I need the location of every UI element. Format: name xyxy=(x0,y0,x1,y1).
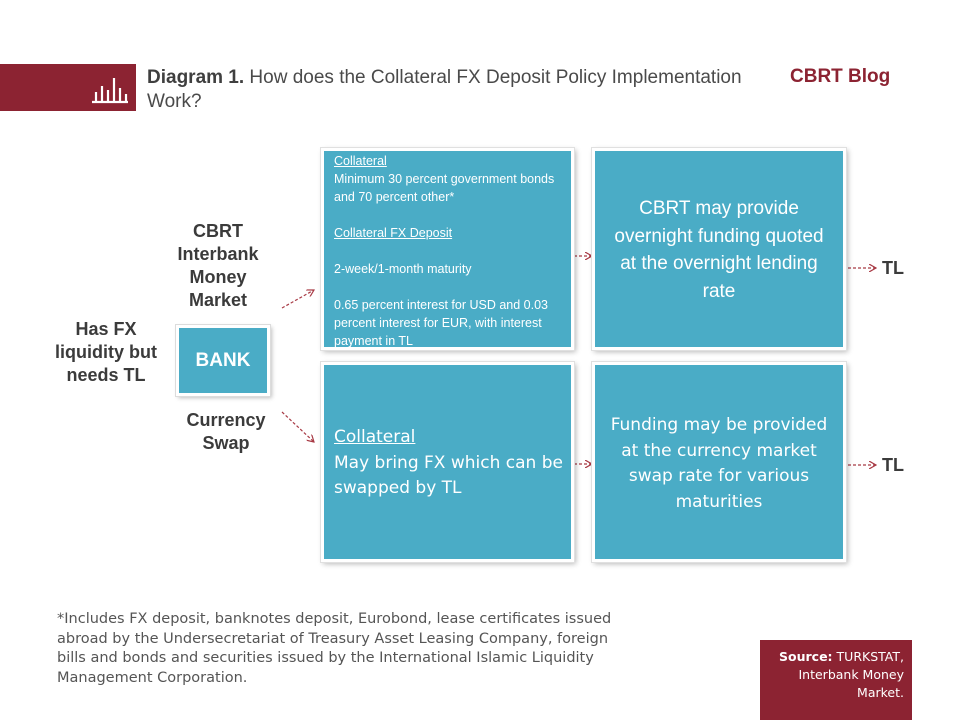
footnote: *Includes FX deposit, banknotes deposit,… xyxy=(57,611,612,686)
currency-swap-label: Currency Swap xyxy=(186,410,266,453)
overnight-funding-text: CBRT may provide overnight funding quote… xyxy=(614,198,824,302)
interbank-market-label: CBRT Interbank Money Market xyxy=(177,221,259,310)
tl-output-bottom: TL xyxy=(882,455,904,475)
collateral-text: Minimum 30 percent government bonds and … xyxy=(334,172,555,204)
swap-funding-text: Funding may be provided at the currency … xyxy=(610,415,828,512)
arrow-bank-to-swap xyxy=(281,411,314,442)
has-fx-label: Has FX liquidity but needs TL xyxy=(55,319,157,385)
diagram-title: Diagram 1. How does the Collateral FX De… xyxy=(147,66,747,114)
collateral-fx-deposit-heading: Collateral FX Deposit xyxy=(334,226,453,240)
swap-collateral-heading: Collateral xyxy=(334,427,416,447)
swap-funding-panel: Funding may be provided at the currency … xyxy=(592,362,846,562)
overnight-funding-panel: CBRT may provide overnight funding quote… xyxy=(592,148,846,350)
arrow-bank-to-interbank xyxy=(281,290,314,309)
diagram-title-number: Diagram 1. xyxy=(147,67,245,88)
maturity-text: 2-week/1-month maturity xyxy=(334,262,472,276)
source-box: Source: TURKSTAT, Interbank Money Market… xyxy=(760,640,912,720)
diagram-title-text: How does the Collateral FX Deposit Polic… xyxy=(147,67,742,112)
bar-chart-icon xyxy=(92,78,128,104)
interest-text: 0.65 percent interest for USD and 0.03 p… xyxy=(334,298,549,348)
source-label: Source: xyxy=(779,649,833,664)
blog-label: CBRT Blog xyxy=(790,66,891,87)
bank-box: BANK xyxy=(176,325,270,396)
swap-collateral-panel: Collateral May bring FX which can be swa… xyxy=(321,362,574,562)
source-text: TURKSTAT, Interbank Money Market. xyxy=(798,649,904,700)
collateral-heading: Collateral xyxy=(334,154,387,168)
swap-collateral-text: May bring FX which can be swapped by TL xyxy=(334,452,563,499)
tl-output-top: TL xyxy=(882,258,904,278)
collateral-fx-deposit-panel: Collateral Minimum 30 percent government… xyxy=(321,148,574,350)
